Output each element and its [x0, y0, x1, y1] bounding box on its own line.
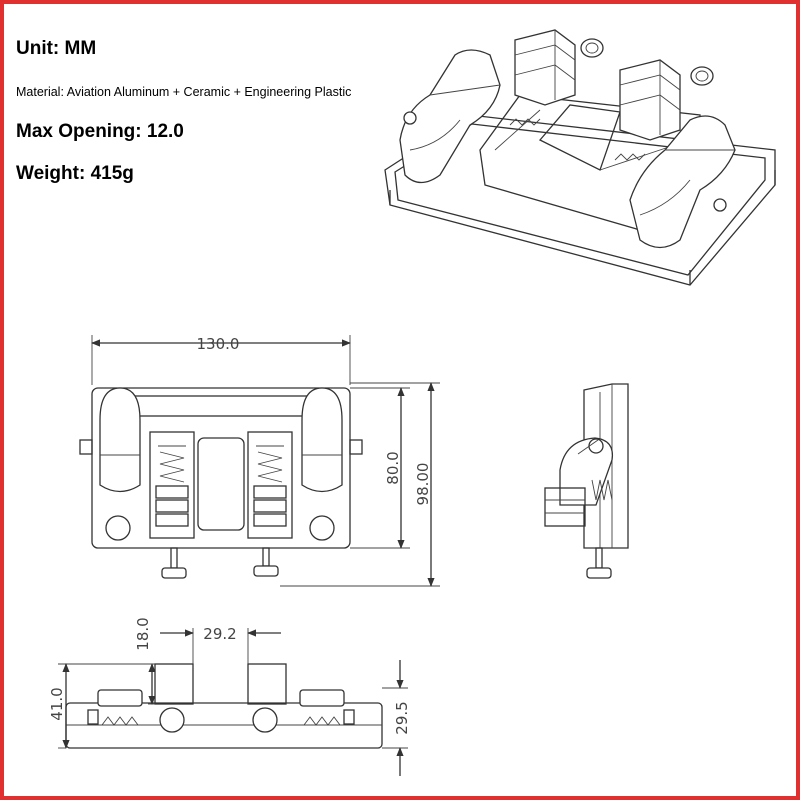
isometric-view	[384, 29, 776, 286]
dim-height-total: 98.00	[414, 463, 432, 506]
front-view	[79, 387, 363, 579]
front-dimensions: 130.0 80.0 98.00	[91, 335, 440, 587]
bottom-dimensions: 29.2 18.0 41.0 29.5	[48, 617, 411, 776]
dim-jaw-spacing: 29.2	[203, 625, 236, 643]
unit-label: Unit: MM	[16, 38, 97, 59]
max-opening-label: Max Opening: 12.0	[16, 121, 184, 142]
material-label: Material: Aviation Aluminum + Ceramic + …	[16, 85, 352, 99]
dim-jaw-height: 18.0	[134, 617, 152, 650]
bottom-view	[65, 663, 383, 749]
dim-height-inner: 80.0	[384, 451, 402, 484]
weight-label: Weight: 415g	[16, 163, 134, 184]
side-view	[544, 383, 629, 579]
dim-side-height: 41.0	[48, 687, 66, 720]
dim-base-height: 29.5	[393, 701, 411, 734]
dim-width-total: 130.0	[197, 335, 240, 353]
